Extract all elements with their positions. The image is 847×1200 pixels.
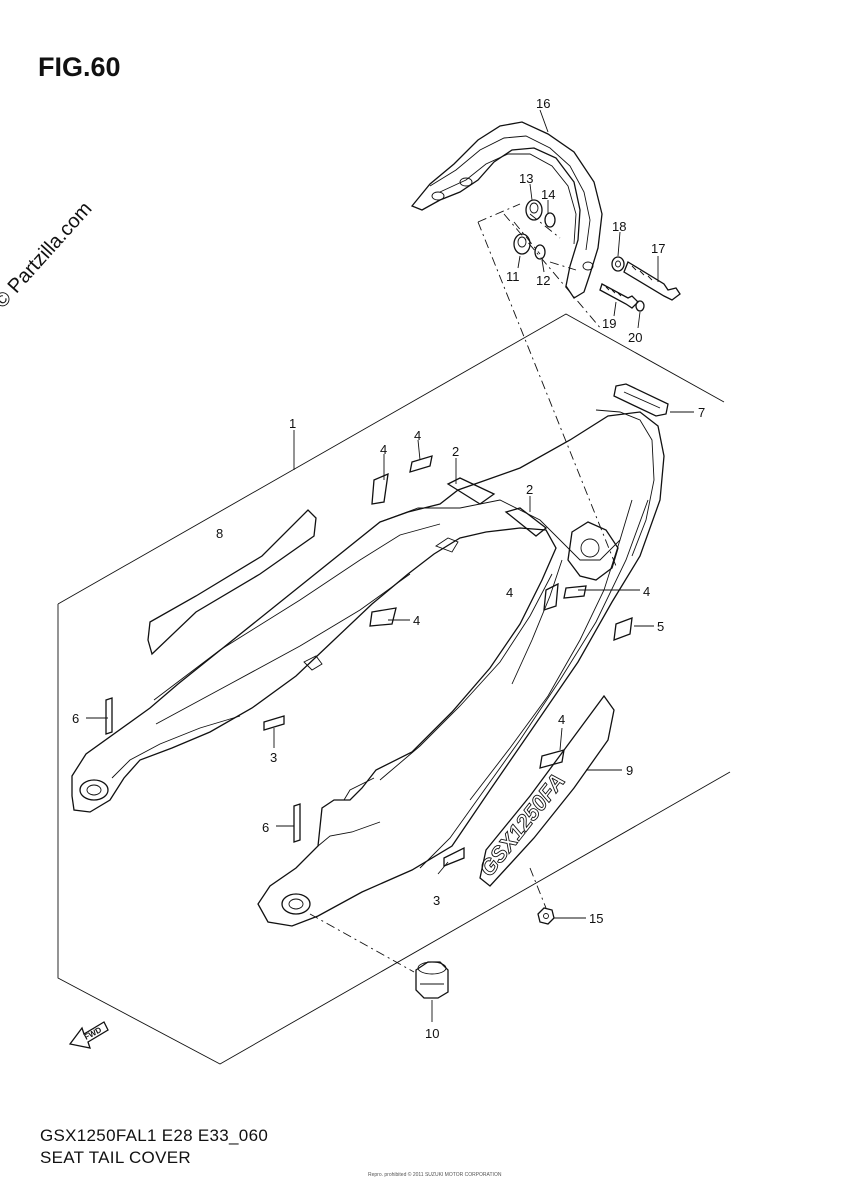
callout-2a: 2 (452, 444, 459, 459)
callout-2b: 2 (526, 482, 533, 497)
callout-4f: 4 (558, 712, 565, 727)
diagram-name: SEAT TAIL COVER (40, 1148, 191, 1167)
tail-cover (71, 409, 665, 927)
callout-1: 1 (289, 416, 296, 431)
callout-4b: 4 (414, 428, 421, 443)
callout-4a: 4 (380, 442, 387, 457)
assembly-boundary (57, 313, 731, 1065)
callout-19: 19 (602, 316, 616, 331)
leader-lines (86, 109, 694, 1022)
decals: GSX1250FA (105, 383, 669, 887)
decal-2a (446, 477, 496, 505)
callout-3a: 3 (270, 750, 277, 765)
callout-12: 12 (536, 273, 550, 288)
callout-15: 15 (589, 911, 603, 926)
callout-13: 13 (519, 171, 533, 186)
callout-20: 20 (628, 330, 642, 345)
assembly-lines (309, 203, 617, 973)
decal-9-lettering: GSX1250FA (474, 768, 570, 881)
diagram-code: GSX1250FAL1 E28 E33_060 (40, 1126, 269, 1145)
callout-9: 9 (626, 763, 633, 778)
callout-10: 10 (425, 1026, 439, 1041)
callout-5: 5 (657, 619, 664, 634)
callout-11: 11 (506, 269, 520, 284)
callout-16: 16 (536, 96, 550, 111)
callout-14: 14 (541, 187, 555, 202)
callout-4d: 4 (506, 585, 513, 600)
decal-8 (147, 509, 317, 656)
callout-17: 17 (651, 241, 665, 256)
copyright-notice: Repro. prohibited © 2011 SUZUKI MOTOR CO… (368, 1172, 502, 1178)
callout-4c: 4 (413, 613, 420, 628)
callout-3b: 3 (433, 893, 440, 908)
decal-9 (479, 694, 615, 887)
decal-2b (504, 507, 548, 537)
hardware (415, 199, 681, 999)
callout-8: 8 (216, 526, 223, 541)
callout-18: 18 (612, 219, 626, 234)
decal-7 (613, 383, 669, 417)
fwd-arrow-icon: FWD (68, 1021, 109, 1049)
callout-4e: 4 (643, 584, 650, 599)
callout-6b: 6 (262, 820, 269, 835)
callouts: 1 2 2 3 3 4 4 4 4 4 4 5 6 6 7 8 9 10 11 … (72, 96, 705, 1041)
figure-title: FIG.60 (38, 52, 121, 82)
callout-7: 7 (698, 405, 705, 420)
callout-6a: 6 (72, 711, 79, 726)
